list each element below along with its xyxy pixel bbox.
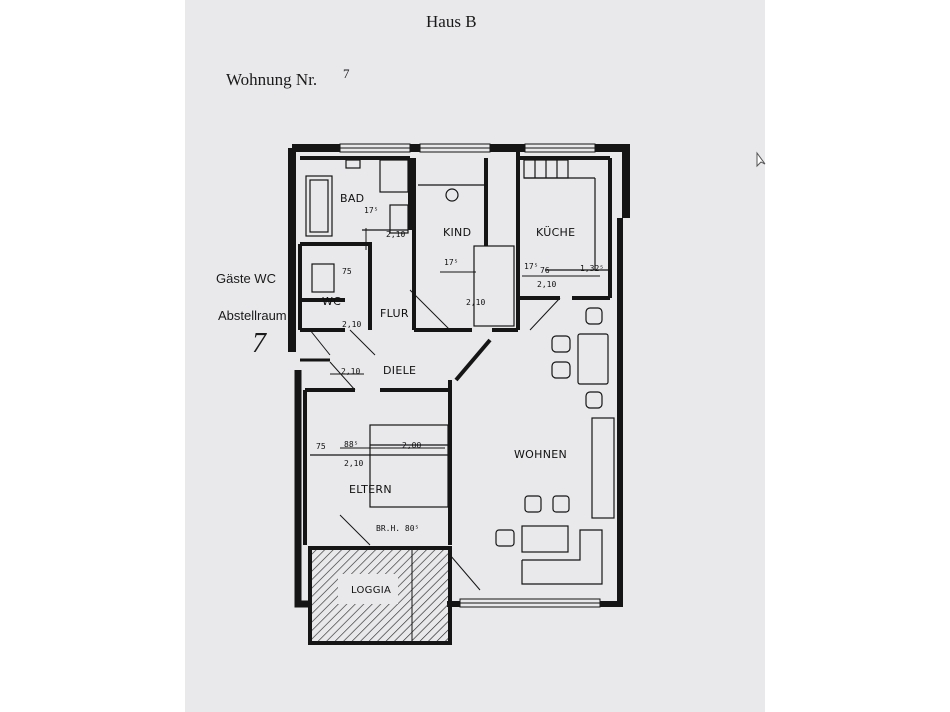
dim-lobby-a: 2,10 <box>341 367 361 376</box>
dim-kind-a: 17⁵ <box>444 258 459 267</box>
dining-furniture <box>551 307 615 519</box>
label-guest-wc: Gäste WC <box>216 271 276 286</box>
kitchen-fixtures <box>523 159 608 271</box>
dimension-marks <box>330 228 600 449</box>
dim-parents-d: 2,10 <box>344 459 364 468</box>
dim-wc-w: 75 <box>342 267 352 276</box>
dim-bath-d: 2,10 <box>386 230 406 239</box>
room-lobby: DIELE <box>383 364 417 377</box>
dim-kitchen-d: 2,10 <box>537 280 557 289</box>
building-title: Haus B <box>426 12 477 31</box>
living-furniture <box>495 495 603 585</box>
loggia <box>308 546 452 645</box>
unit-label: Wohnung Nr. <box>226 70 318 89</box>
dim-bath-h: 17⁵ <box>364 206 379 215</box>
storage-number-handwritten: 7 <box>252 328 266 359</box>
bath-fixtures <box>305 159 409 293</box>
dim-kind-b: 2,10 <box>466 298 486 307</box>
dim-wc-d: 2,10 <box>342 320 362 329</box>
room-parents: ELTERN <box>349 483 392 496</box>
dim-kitchen-w: 76 <box>540 266 550 275</box>
room-living: WOHNEN <box>514 448 568 461</box>
kind-furniture <box>418 184 515 327</box>
dim-parents-w: 75 <box>316 442 326 451</box>
dim-parents-b: 88⁵ <box>344 440 359 449</box>
interior-walls <box>298 150 612 545</box>
door-swings <box>309 289 561 591</box>
room-wc: WC <box>322 295 342 308</box>
bed <box>310 424 449 508</box>
cursor-arrow <box>756 151 766 168</box>
room-bath: BAD <box>340 192 365 205</box>
dim-kitchen-c: 1,32⁵ <box>580 264 605 273</box>
label-storage: Abstellraum <box>218 308 287 323</box>
room-kitchen: KÜCHE <box>536 226 576 239</box>
unit-number: 7 <box>343 66 350 81</box>
dim-sill: BR.H. 80⁵ <box>376 524 420 533</box>
room-child: KIND <box>443 226 472 239</box>
room-loggia: LOGGIA <box>351 585 392 596</box>
dim-kitchen-a: 17⁵ <box>524 262 539 271</box>
windows <box>339 143 601 608</box>
dim-parents-c: 2,00 <box>402 441 422 450</box>
room-hall: FLUR <box>380 307 409 320</box>
